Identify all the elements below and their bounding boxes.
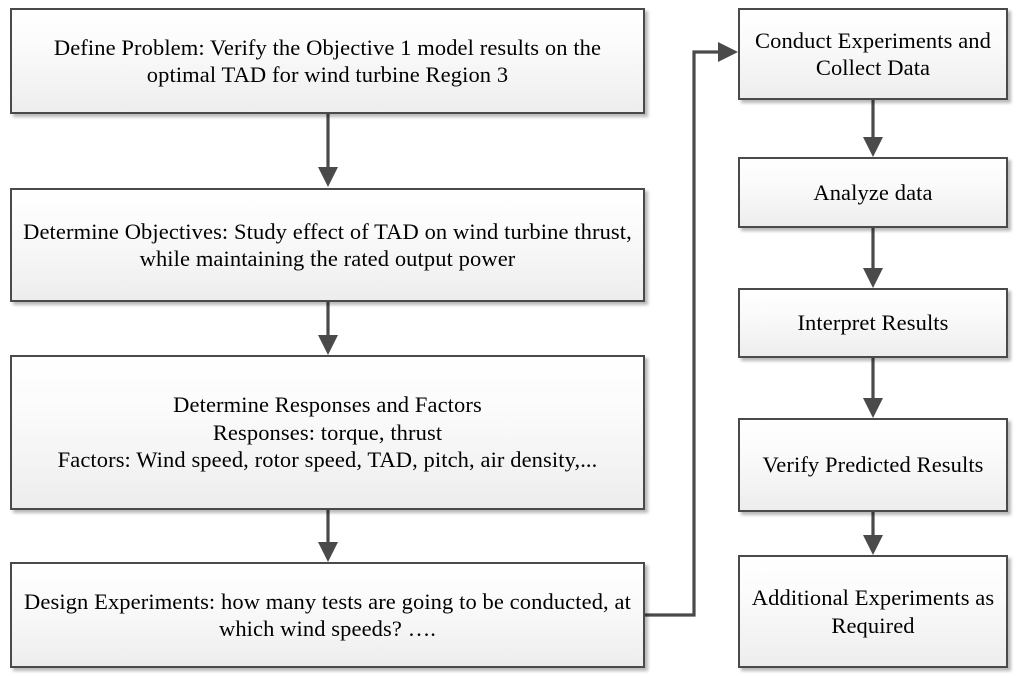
node-analyze-data[interactable]: Analyze data [738,157,1008,228]
node-conduct-experiments-label: Conduct Experiments and Collect Data [754,27,991,80]
node-determine-responses-and-factors[interactable]: Determine Responses and Factors Response… [10,355,645,510]
node-design-experiments-label: Design Experiments: how many tests are g… [24,588,631,641]
edge-define-to-objectives [318,114,338,187]
node-interpret-results-label: Interpret Results [797,310,949,336]
edge-interpret-to-verify [863,358,883,418]
edge-analyze-to-interpret [863,228,883,288]
node-conduct-experiments[interactable]: Conduct Experiments and Collect Data [738,8,1008,100]
node-define-problem[interactable]: Define Problem: Verify the Objective 1 m… [10,8,645,114]
node-interpret-results[interactable]: Interpret Results [738,288,1008,358]
node-additional-experiments-label: Additional Experiments as Required [751,585,995,638]
node-additional-experiments[interactable]: Additional Experiments as Required [738,555,1008,668]
edge-responses-to-design [318,510,338,562]
node-verify-predicted-results[interactable]: Verify Predicted Results [738,418,1008,512]
node-verify-predicted-results-label: Verify Predicted Results [762,452,984,478]
edge-design-to-conduct [645,42,738,617]
node-define-problem-label: Define Problem: Verify the Objective 1 m… [53,34,602,87]
edge-conduct-to-analyze [863,100,883,157]
node-determine-objectives-label: Determine Objectives: Study effect of TA… [23,218,632,271]
node-determine-objectives[interactable]: Determine Objectives: Study effect of TA… [10,188,645,302]
node-design-experiments[interactable]: Design Experiments: how many tests are g… [10,562,645,668]
node-determine-responses-and-factors-label: Determine Responses and Factors Response… [57,392,598,473]
node-analyze-data-label: Analyze data [813,179,933,205]
edge-objectives-to-responses [318,302,338,355]
edge-verify-to-additional [863,512,883,555]
